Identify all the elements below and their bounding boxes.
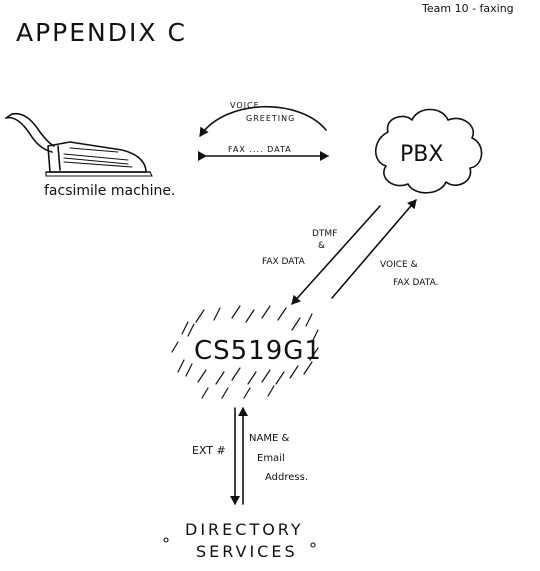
fax-machine-label: facsimile machine. (44, 183, 175, 199)
cs-label: CS519G1 (194, 336, 322, 366)
author-note: Team 10 - faxing (421, 2, 514, 15)
fax-data-label: FAX .... DATA (228, 145, 292, 154)
directory-label-line2: SERVICES (196, 542, 298, 561)
voice-fax-arrow (331, 199, 417, 299)
dtmf-label-line3: FAX DATA (262, 257, 306, 267)
name-email-label-line2: Email (257, 453, 285, 464)
directory-left-dot (163, 537, 169, 543)
voice-greeting-arrow (199, 105, 327, 137)
directory-right-dot (310, 542, 316, 548)
directory-label-line1: DIRECTORY (185, 520, 304, 539)
pbx-label: PBX (400, 142, 443, 167)
page-title: APPENDIX C (16, 18, 187, 47)
dtmf-label-line2: & (318, 241, 325, 251)
pbx-cloud-icon (374, 108, 483, 194)
voice-greeting-label-line1: VOICE (230, 101, 260, 110)
fax-machine-icon (5, 112, 153, 177)
name-email-label-line1: NAME & (249, 433, 289, 444)
name-email-label-line3: Address. (265, 472, 308, 483)
cs-hatching (171, 305, 319, 399)
voice-fax-label-line2: FAX DATA. (393, 278, 438, 288)
voice-greeting-label-line2: GREETING (246, 114, 295, 123)
ext-label: EXT # (192, 444, 226, 457)
dtmf-label-line1: DTMF (312, 229, 337, 239)
voice-fax-label-line1: VOICE & (380, 260, 418, 270)
dtmf-fax-arrow (291, 205, 381, 305)
